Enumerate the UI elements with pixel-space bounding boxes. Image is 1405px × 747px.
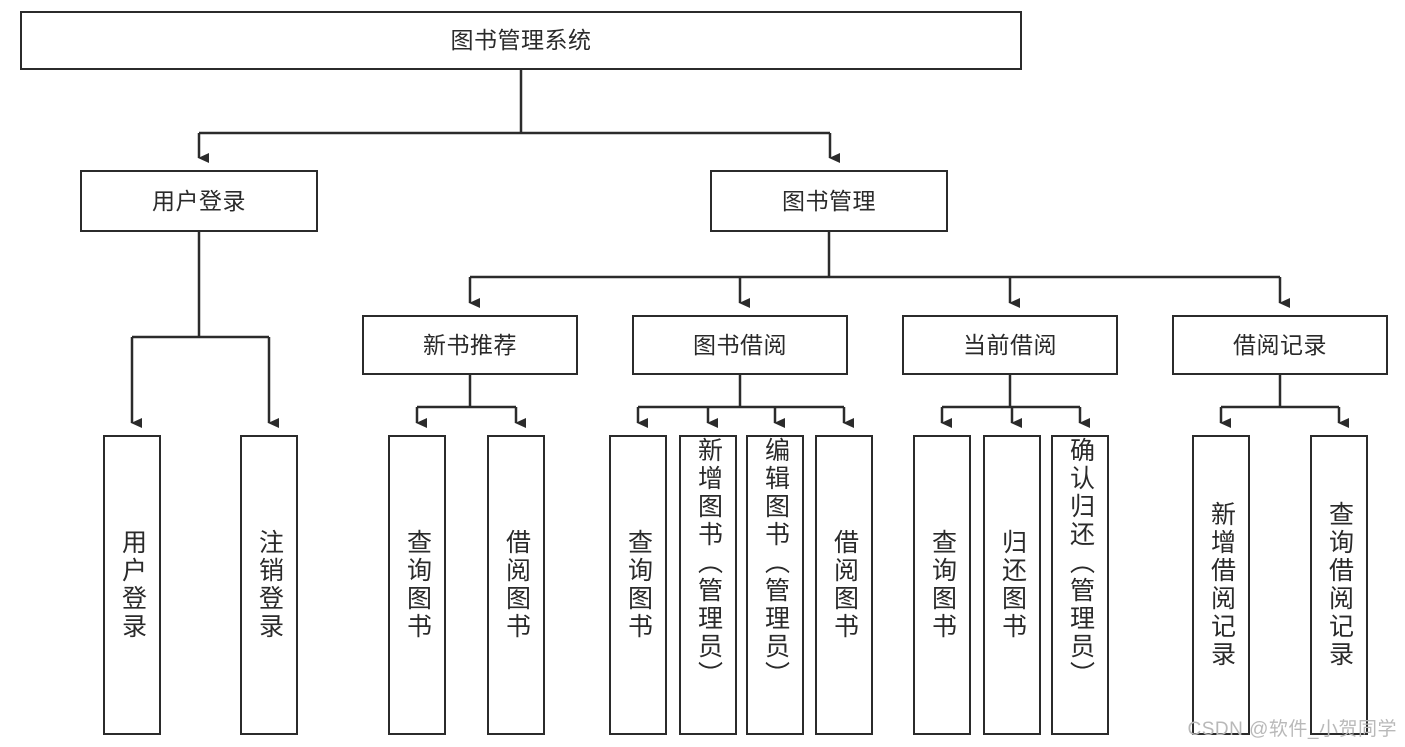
node-leaf-add-book[interactable]: 新增图书（管理员） <box>679 435 737 735</box>
node-book-borrow[interactable]: 图书借阅 <box>632 315 848 375</box>
node-leaf-logout-login-label: 注销登录 <box>255 529 284 641</box>
node-leaf-logout-login[interactable]: 注销登录 <box>240 435 298 735</box>
node-leaf-borrow-book-2-label: 借阅图书 <box>830 529 859 641</box>
node-book-manage-label: 图书管理 <box>782 187 876 214</box>
node-leaf-return-book[interactable]: 归还图书 <box>983 435 1041 735</box>
node-leaf-borrow-book-1-label: 借阅图书 <box>502 529 531 641</box>
node-leaf-query-book-3[interactable]: 查询图书 <box>913 435 971 735</box>
node-leaf-confirm-return[interactable]: 确认归还（管理员） <box>1051 435 1109 735</box>
node-leaf-add-borrow-record[interactable]: 新增借阅记录 <box>1192 435 1250 735</box>
node-leaf-edit-book[interactable]: 编辑图书（管理员） <box>746 435 804 735</box>
node-book-manage[interactable]: 图书管理 <box>710 170 948 232</box>
node-user-login-label: 用户登录 <box>152 187 246 214</box>
node-root[interactable]: 图书管理系统 <box>20 11 1022 70</box>
node-leaf-add-borrow-record-label: 新增借阅记录 <box>1207 501 1236 669</box>
node-root-label: 图书管理系统 <box>450 27 592 53</box>
node-leaf-user-login[interactable]: 用户登录 <box>103 435 161 735</box>
node-leaf-borrow-book-2[interactable]: 借阅图书 <box>815 435 873 735</box>
node-leaf-user-login-label: 用户登录 <box>118 529 147 641</box>
node-leaf-confirm-return-label: 确认归还（管理员） <box>1066 437 1095 689</box>
node-leaf-query-borrow-record[interactable]: 查询借阅记录 <box>1310 435 1368 735</box>
node-leaf-borrow-book-1[interactable]: 借阅图书 <box>487 435 545 735</box>
node-leaf-query-book-3-label: 查询图书 <box>928 529 957 641</box>
node-leaf-query-book-1-label: 查询图书 <box>403 529 432 641</box>
node-leaf-query-book-2[interactable]: 查询图书 <box>609 435 667 735</box>
node-book-borrow-label: 图书借阅 <box>693 331 787 358</box>
node-leaf-edit-book-label: 编辑图书（管理员） <box>761 437 790 689</box>
node-leaf-add-book-label: 新增图书（管理员） <box>694 437 723 689</box>
node-borrow-record-label: 借阅记录 <box>1233 331 1327 358</box>
node-leaf-query-book-2-label: 查询图书 <box>624 529 653 641</box>
node-leaf-query-book-1[interactable]: 查询图书 <box>388 435 446 735</box>
node-leaf-query-borrow-record-label: 查询借阅记录 <box>1325 501 1354 669</box>
node-new-book-recommend[interactable]: 新书推荐 <box>362 315 578 375</box>
node-current-borrow[interactable]: 当前借阅 <box>902 315 1118 375</box>
node-leaf-return-book-label: 归还图书 <box>998 529 1027 641</box>
node-new-book-recommend-label: 新书推荐 <box>423 331 517 358</box>
node-user-login[interactable]: 用户登录 <box>80 170 318 232</box>
node-borrow-record[interactable]: 借阅记录 <box>1172 315 1388 375</box>
node-current-borrow-label: 当前借阅 <box>963 331 1057 358</box>
